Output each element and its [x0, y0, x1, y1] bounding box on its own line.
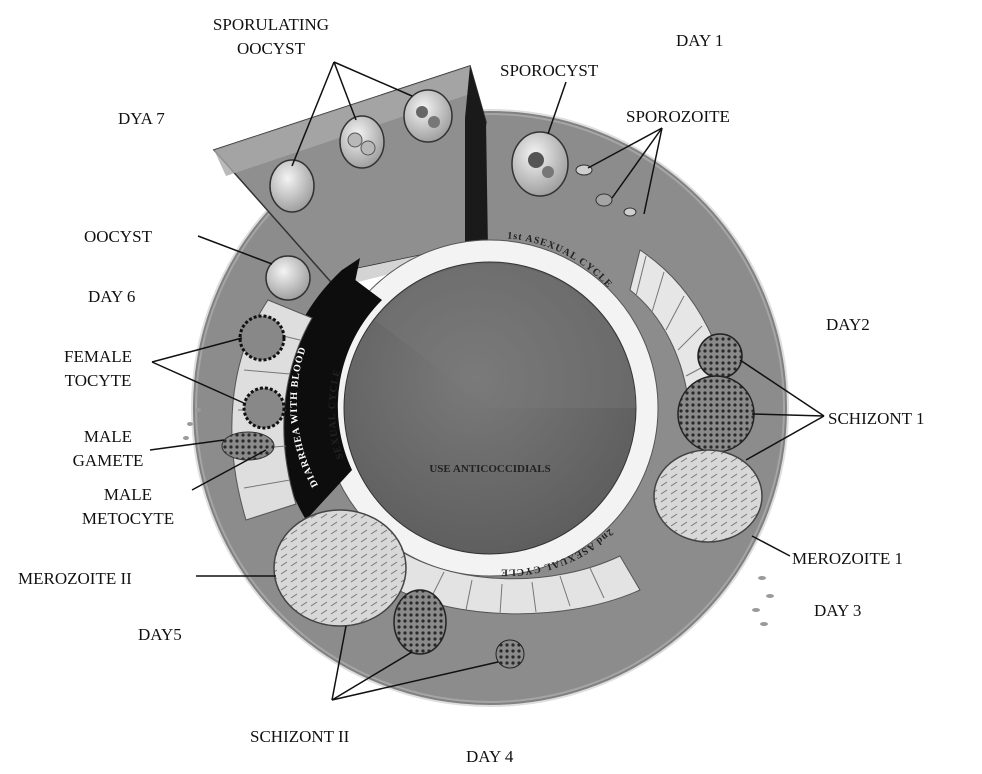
female-gametocyte-cells — [238, 314, 286, 430]
leader-lines — [149, 61, 825, 701]
sporulating-oocyst-label-1: SPORULATING — [213, 15, 329, 34]
epithelium-bottom — [379, 551, 641, 615]
outer-labels: SPORULATING OOCYST DAY 1 SPOROCYST SPORO… — [18, 15, 925, 766]
day6-label: DAY 6 — [88, 287, 135, 306]
day4-label: DAY 4 — [466, 747, 514, 766]
use-anticoccidials-label: USE ANTICOCCIDIALS — [429, 463, 550, 475]
inner-disc — [343, 261, 637, 555]
day2-label: DAY2 — [826, 315, 870, 334]
male-gamete-cell — [221, 431, 275, 461]
merozoite2-label: MEROZOITE II — [18, 569, 132, 588]
dya7-label: DYA 7 — [118, 109, 165, 128]
schizont2-cells — [393, 589, 525, 669]
oocyst-label: OOCYST — [84, 227, 153, 246]
sporocyst-cell — [511, 131, 569, 197]
oocyst-day6-cell — [265, 255, 311, 301]
merozoite1-cell — [653, 449, 763, 543]
merozoite1-label: MEROZOITE 1 — [792, 549, 903, 568]
male-gamete-label-2: GAMETE — [73, 451, 144, 470]
female-label-2: TOCYTE — [65, 371, 132, 390]
sporozoite-label: SPOROZOITE — [626, 107, 730, 126]
sporulating-oocyst-label-2: OOCYST — [237, 39, 306, 58]
day1-label: DAY 1 — [676, 31, 723, 50]
day5-label: DAY5 — [138, 625, 182, 644]
sporocyst-label: SPOROCYST — [500, 61, 599, 80]
male-metocyte-label-2: METOCYTE — [82, 509, 174, 528]
oocyst-cells — [269, 89, 453, 213]
merozoite2-cell — [273, 509, 407, 627]
day3-label: DAY 3 — [814, 601, 861, 620]
schizont1-label: SCHIZONT 1 — [828, 409, 925, 428]
merozoite-particles — [183, 408, 774, 626]
schizont2-label: SCHIZONT II — [250, 727, 350, 746]
male-gamete-label-1: MALE — [84, 427, 132, 446]
female-label-1: FEMALE — [64, 347, 132, 366]
male-metocyte-label-1: MALE — [104, 485, 152, 504]
